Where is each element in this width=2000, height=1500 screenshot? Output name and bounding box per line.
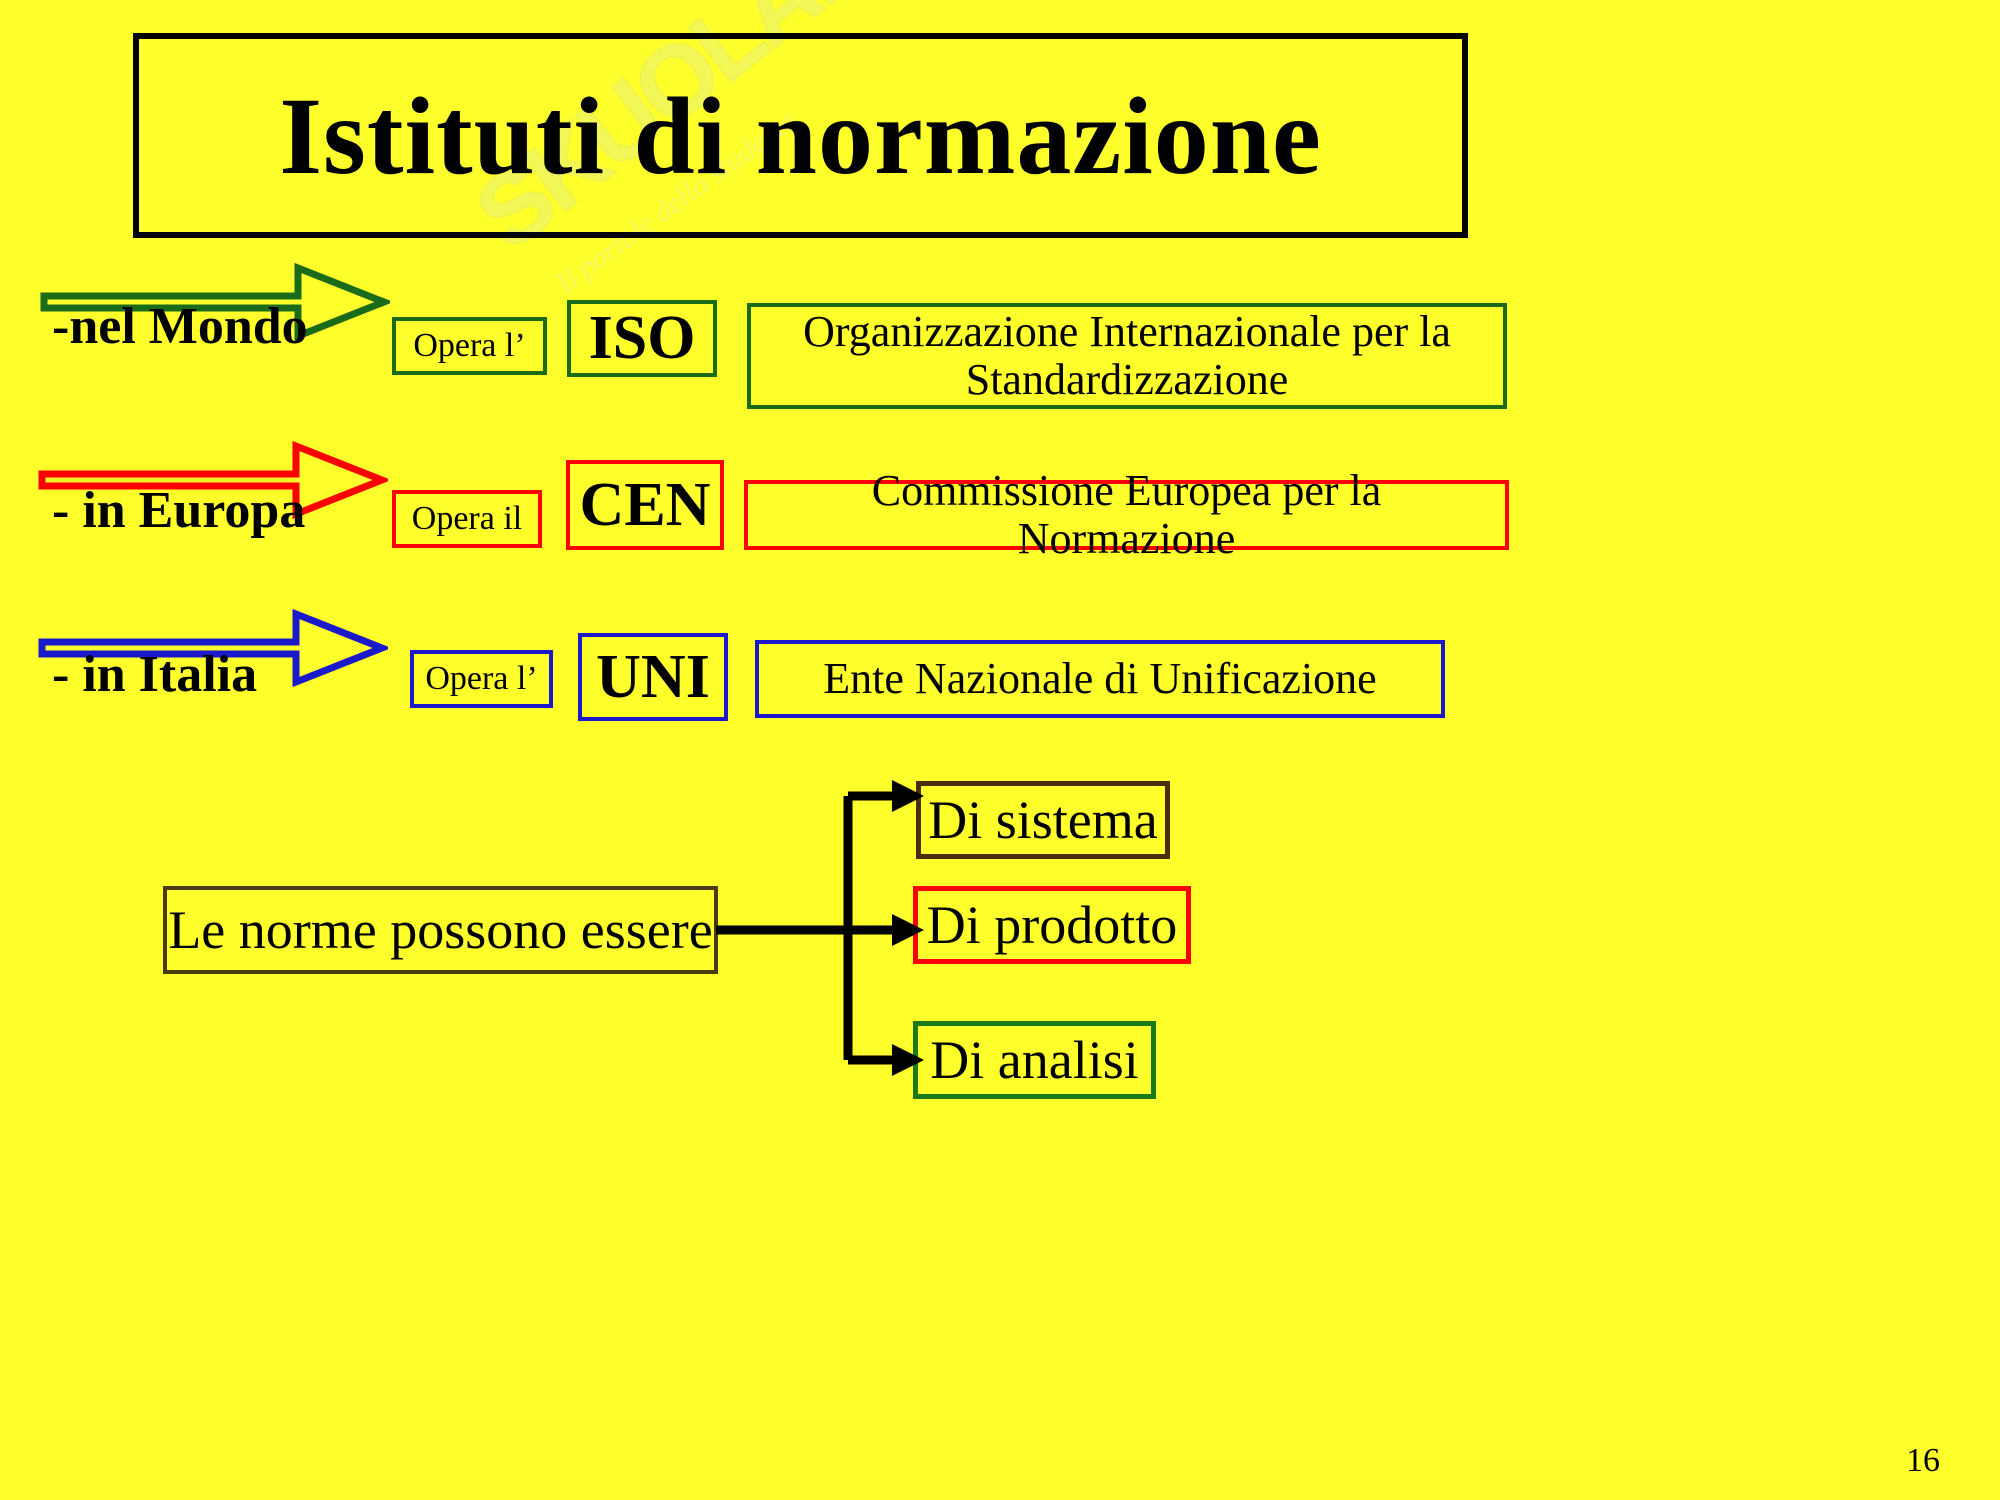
acronym-label-uni: UNI bbox=[596, 642, 710, 711]
arrow-world bbox=[40, 262, 394, 342]
acronym-box-iso: ISO bbox=[567, 300, 717, 377]
flow-connectors bbox=[716, 780, 924, 1076]
region-label-europe: - in Europa bbox=[52, 482, 306, 539]
title-box: Istituti di normazione bbox=[133, 33, 1468, 238]
opera-label-world: Opera l’ bbox=[413, 327, 526, 364]
flow-source-box: Le norme possono essere bbox=[163, 886, 718, 974]
flow-target-label-di-sistema: Di sistema bbox=[928, 790, 1158, 850]
opera-box-europe: Opera il bbox=[392, 490, 542, 548]
description-box-uni: Ente Nazionale di Unificazione bbox=[755, 640, 1445, 718]
opera-box-world: Opera l’ bbox=[392, 317, 547, 375]
description-box-iso: Organizzazione Internazionale per la Sta… bbox=[747, 303, 1507, 409]
region-label-italy: - in Italia bbox=[52, 646, 258, 703]
opera-box-italy: Opera l’ bbox=[410, 650, 553, 708]
arrow-italy bbox=[38, 608, 392, 688]
acronym-box-uni: UNI bbox=[578, 633, 728, 721]
acronym-label-iso: ISO bbox=[588, 304, 696, 372]
description-label-uni: Ente Nazionale di Unificazione bbox=[823, 654, 1377, 704]
description-label-iso: Organizzazione Internazionale per la Sta… bbox=[803, 307, 1451, 404]
opera-label-italy: Opera l’ bbox=[425, 660, 538, 697]
description-box-cen: Commissione Europea per la Normazione bbox=[744, 467, 1509, 562]
flow-target-box-di-prodotto: Di prodotto bbox=[913, 886, 1191, 964]
flow-target-label-di-analisi: Di analisi bbox=[930, 1030, 1139, 1090]
acronym-label-cen: CEN bbox=[579, 470, 711, 539]
flow-target-box-di-analisi: Di analisi bbox=[913, 1021, 1156, 1099]
flow-target-label-di-prodotto: Di prodotto bbox=[926, 895, 1178, 955]
flow-source-label: Le norme possono essere bbox=[168, 900, 713, 960]
opera-label-europe: Opera il bbox=[411, 500, 523, 537]
page-title: Istituti di normazione bbox=[279, 74, 1322, 197]
page-number: 16 bbox=[1906, 1442, 1940, 1479]
description-label-cen: Commissione Europea per la Normazione bbox=[871, 466, 1382, 563]
region-label-world: -nel Mondo bbox=[52, 298, 308, 355]
flow-target-box-di-sistema: Di sistema bbox=[916, 781, 1170, 859]
arrow-europe bbox=[38, 440, 392, 520]
acronym-box-cen: CEN bbox=[566, 460, 724, 550]
